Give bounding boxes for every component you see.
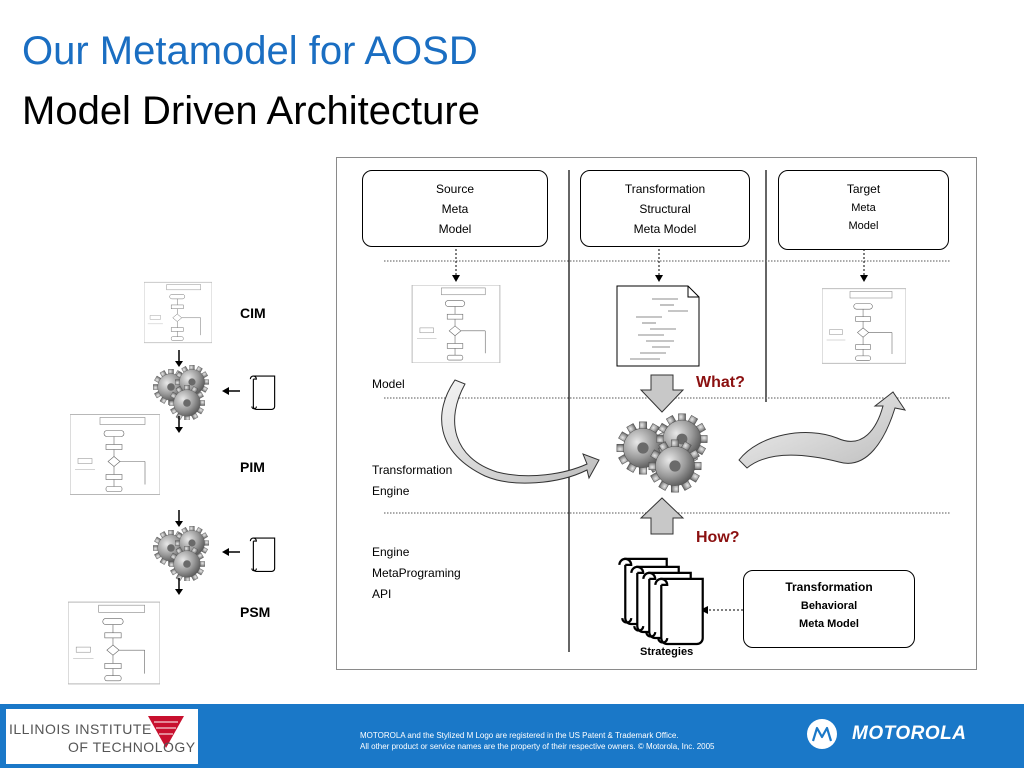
- target-meta-model-box: Target Meta Model: [778, 170, 949, 250]
- psm-label: PSM: [240, 604, 271, 620]
- cim-label: CIM: [240, 305, 266, 321]
- slide-subtitle: Model Driven Architecture: [22, 89, 480, 133]
- pim-flowchart-thumbnail: [70, 413, 160, 496]
- source-meta-model-box: Source Meta Model: [362, 170, 548, 247]
- psm-flowchart-thumbnail: [68, 601, 160, 685]
- scroll-icon: [249, 537, 276, 573]
- transformation-structural-meta-model-box: Transformation Structural Meta Model: [580, 170, 750, 247]
- transformation-engine-label: Transformation Engine: [372, 463, 453, 498]
- pim-label: PIM: [240, 459, 265, 475]
- motorola-logo-icon: [807, 719, 837, 749]
- left-arrow-icon: [222, 387, 240, 395]
- down-arrow-icon: [175, 416, 183, 433]
- mda-diagram: Source Meta Model Transformation Structu…: [336, 157, 977, 670]
- transformation-behavioral-meta-model-box: Transformation Behavioral Meta Model: [743, 570, 915, 648]
- motorola-wordmark: MOTOROLA: [852, 723, 967, 744]
- cim-flowchart-thumbnail: [144, 281, 212, 344]
- gears-icon: [152, 525, 210, 581]
- what-question-label: What?: [696, 374, 745, 391]
- diagram-lines: [384, 170, 951, 652]
- slide-title: Our Metamodel for AOSD: [22, 29, 478, 73]
- gears-icon: [152, 364, 210, 420]
- target-model-thumbnail: [822, 288, 906, 364]
- down-arrow-icon: [175, 350, 183, 367]
- engine-metaprograming-api-label: Engine MetaPrograming API: [372, 545, 461, 601]
- transformation-engine-gears-icon: [616, 413, 708, 493]
- left-arrow-icon: [222, 548, 240, 556]
- iit-logo: ILLINOIS INSTITUTE OF TECHNOLOGY: [6, 709, 198, 764]
- iit-line2: OF TECHNOLOGY: [68, 739, 196, 755]
- down-arrow-icon: [175, 578, 183, 595]
- strategies-label: Strategies: [640, 646, 694, 658]
- iit-logo-mark-icon: [148, 716, 184, 748]
- down-arrow-icon: [175, 510, 183, 527]
- how-question-label: How?: [696, 529, 740, 546]
- transformation-code-document-icon: [616, 285, 700, 367]
- strategies-scrolls-icon: [618, 557, 704, 646]
- scroll-icon: [249, 375, 276, 411]
- model-row-label: Model: [372, 377, 405, 391]
- iit-line1: ILLINOIS INSTITUTE: [9, 721, 152, 737]
- source-model-thumbnail: [411, 285, 501, 363]
- legal-notice: MOTOROLA and the Stylized M Logo are reg…: [360, 731, 715, 751]
